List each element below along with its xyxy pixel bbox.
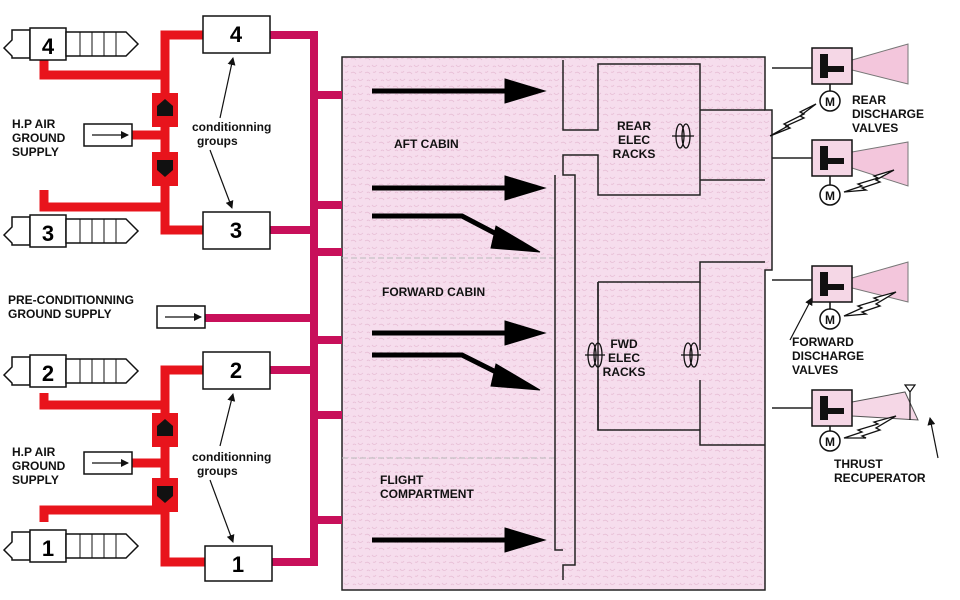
engine-3: 3 (2, 214, 140, 248)
check-valve-icon (152, 152, 178, 186)
motor-icon: M (819, 426, 841, 452)
pack-1: 1 (204, 545, 273, 582)
pack-2: 2 (202, 351, 271, 390)
fan-icon (681, 342, 701, 368)
lightning-icon (843, 291, 897, 317)
forward-discharge-valve-lower (772, 384, 919, 427)
lightning-icon (769, 103, 817, 137)
fan-icon (672, 123, 694, 149)
check-valve-icon (152, 93, 178, 127)
engine-2: 2 (2, 354, 140, 388)
pack-number: 3 (230, 218, 242, 243)
engine-number: 2 (42, 361, 54, 386)
motor-icon: M (819, 176, 841, 206)
preconditioning-connector (156, 305, 206, 329)
motor-icon: M (819, 84, 841, 112)
arrow-icon (372, 352, 541, 391)
pack-number: 2 (230, 358, 242, 383)
lightning-icon (843, 169, 895, 193)
svg-text:M: M (825, 435, 835, 449)
engine-icon (2, 214, 140, 248)
arrow-icon (372, 175, 547, 201)
arrow-icon (372, 320, 547, 346)
pack-3: 3 (202, 211, 271, 250)
airflow-arrows (372, 78, 547, 553)
arrow-icon (927, 417, 939, 459)
arrow-icon (372, 78, 547, 104)
fan-icon (585, 342, 605, 368)
arrow-icon (789, 297, 813, 341)
engine-number: 1 (42, 536, 54, 561)
forward-cabin-label: FORWARD CABIN (382, 285, 485, 299)
svg-text:M: M (825, 189, 835, 203)
arrow-icon (219, 393, 236, 447)
svg-text:M: M (825, 313, 835, 327)
pack-4: 4 (202, 15, 271, 54)
arrow-icon (372, 527, 547, 553)
rear-discharge-valve-upper (772, 43, 909, 85)
hp-air-connector-lower (83, 451, 133, 475)
aft-cabin-label: AFT CABIN (394, 137, 459, 151)
engine-4: 4 (2, 27, 140, 61)
arrow-icon (219, 57, 236, 119)
engine-1: 1 (2, 529, 140, 563)
arrow-icon (372, 213, 541, 253)
engine-icon (2, 529, 140, 563)
engine-number: 4 (42, 34, 55, 59)
rear-discharge-valve-lower (772, 139, 909, 187)
hp-air-connector-upper (83, 123, 133, 147)
pack-number: 1 (232, 552, 244, 577)
check-valve-icon (152, 413, 178, 447)
arrow-icon (209, 479, 235, 543)
svg-text:M: M (825, 95, 835, 109)
outflow-valve-icon (811, 265, 853, 303)
motor-icon: M (819, 302, 841, 330)
engine-icon (2, 27, 140, 61)
arrow-icon (209, 149, 234, 209)
pack-number: 4 (230, 22, 243, 47)
lightning-icon (843, 415, 897, 439)
check-valve-icon (152, 478, 178, 512)
distribution-ducts (205, 31, 342, 566)
engine-icon (2, 354, 140, 388)
engine-number: 3 (42, 221, 54, 246)
